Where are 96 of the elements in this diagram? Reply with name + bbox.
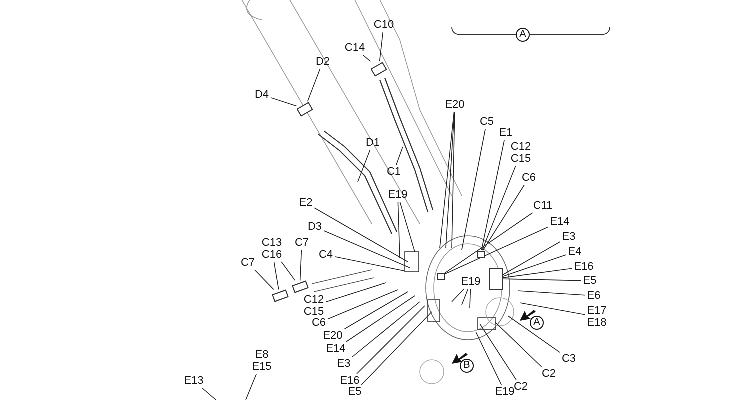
leader-line (452, 112, 456, 248)
leader-line (502, 254, 567, 277)
leader-line (398, 202, 400, 258)
callout-number: E20 (445, 99, 465, 111)
pipe-clamp (296, 102, 314, 116)
valve-block (489, 268, 503, 290)
leader-line (274, 262, 280, 290)
callout-number: E6 (587, 290, 601, 302)
leader-line (482, 184, 525, 251)
callout-number: C3 (562, 353, 576, 365)
callout-number: E4 (568, 246, 582, 258)
leader-line (470, 288, 472, 308)
leader-line (324, 230, 410, 268)
leader-line (314, 208, 408, 262)
leader-line (307, 68, 321, 102)
leader-line (326, 282, 386, 302)
leader-line (346, 296, 416, 342)
callout-number: E5 (348, 386, 362, 398)
callout-number: C5 (480, 116, 494, 128)
leader-line (481, 140, 505, 251)
leader-line (334, 256, 404, 272)
callout-number-stack: E8 E15 (252, 349, 272, 373)
callout-number-stack: C12 C15 (304, 294, 324, 318)
hose-fitting (437, 272, 445, 280)
callout-number: C6 (522, 172, 536, 184)
leader-line (400, 202, 416, 252)
callout-number: E3 (562, 231, 576, 243)
callout-number: C6 (312, 317, 326, 329)
leader-line (444, 212, 534, 274)
callout-number: E14 (550, 216, 570, 228)
callout-number: C7 (294, 237, 310, 249)
leader-line (352, 302, 420, 358)
callout-number: D1 (366, 137, 380, 149)
callout-number: E5 (583, 275, 597, 287)
leader-line (254, 270, 274, 290)
leader-line (446, 112, 455, 248)
callout-number: E19 (495, 386, 515, 398)
leader-line (270, 98, 298, 107)
leader-line (476, 332, 502, 386)
leader-line (480, 324, 517, 380)
leader-line (462, 128, 486, 250)
circled-letter: A (516, 28, 530, 42)
callout-number: E3 (337, 358, 351, 370)
callout-number-stack: E17 E18 (587, 305, 607, 329)
leader-line (358, 150, 371, 182)
callout-number: C2 (514, 381, 528, 393)
callout-number: C1 (386, 166, 402, 178)
leader-line (502, 242, 561, 276)
leader-line (300, 250, 302, 282)
leader-line (356, 306, 426, 374)
leader-line (246, 374, 258, 400)
leader-line (344, 292, 408, 330)
leader-line (328, 290, 398, 320)
leader-line (361, 312, 432, 386)
circled-letter: B (460, 359, 474, 373)
leader-line (494, 322, 542, 368)
callout-number: E16 (574, 261, 594, 273)
hose-clamp (292, 280, 308, 294)
leader-line (502, 268, 573, 278)
callout-number: D4 (254, 89, 270, 101)
leader-line (444, 226, 549, 275)
hose-clamp (272, 290, 288, 302)
leader-line (202, 388, 216, 400)
circled-letter: A (530, 316, 544, 330)
leader-line (281, 262, 296, 282)
callout-number: E19 (461, 276, 481, 288)
callout-number: C11 (533, 200, 553, 212)
leader-line (520, 302, 586, 316)
leader-line (452, 288, 465, 302)
hose-fitting (477, 250, 485, 258)
pipe-clamp (370, 62, 388, 76)
callout-number-stack: C13 C16 (262, 237, 282, 261)
callout-number: E14 (326, 343, 346, 355)
leader-line (518, 290, 586, 296)
callout-number: C10 (374, 19, 394, 31)
callout-number: E19 (388, 189, 408, 201)
leader-line (396, 146, 404, 166)
callout-number: C2 (542, 368, 556, 380)
callout-number-stack: C12 C15 (510, 141, 532, 165)
callout-number: E2 (299, 197, 313, 209)
leader-line (440, 112, 455, 248)
callout-number: E1 (499, 127, 513, 139)
leader-line (462, 288, 469, 306)
callout-number: D2 (316, 56, 330, 68)
leader-line (379, 32, 384, 62)
leader-line (502, 278, 582, 282)
leader-line (508, 316, 560, 353)
callout-number: D3 (308, 221, 322, 233)
leader-line (362, 54, 372, 62)
leader-line (482, 166, 516, 251)
callout-number: E20 (323, 330, 343, 342)
callout-number: E16 (340, 375, 360, 387)
callout-number: C7 (240, 257, 256, 269)
callout-number: C14 (344, 42, 366, 54)
callout-number: E13 (184, 375, 204, 387)
callout-number: C4 (318, 249, 334, 261)
